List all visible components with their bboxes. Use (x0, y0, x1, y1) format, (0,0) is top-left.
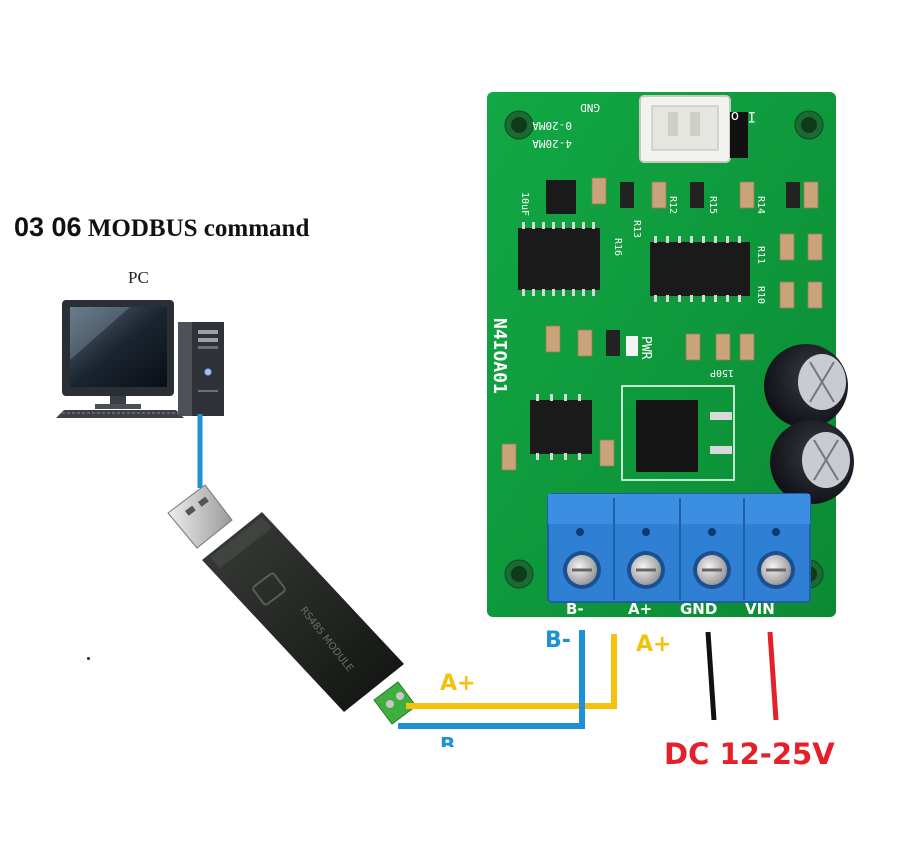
terminal-block: B- A+ GND VIN (547, 493, 811, 618)
board-model: N4IOA01 (489, 318, 510, 394)
usb-plug (167, 484, 233, 549)
silk-r13: R13 (631, 220, 642, 238)
wire-label-b-left: B (440, 733, 456, 747)
terminal-label-b-minus: B- (566, 600, 584, 618)
ic-u1 (518, 222, 600, 296)
pc-computer (56, 300, 224, 418)
silk-gnd: GND (580, 101, 600, 114)
wire-b-minus (398, 630, 585, 729)
ic-u2 (650, 236, 750, 302)
silk-r10: R10 (755, 286, 766, 304)
diagram-title: 03 06 MODBUS command (14, 212, 309, 243)
smd-components (501, 177, 823, 471)
transistor (546, 180, 576, 214)
pc-keyboard (56, 410, 184, 418)
pc-screen (70, 307, 167, 387)
pc-label: PC (128, 268, 149, 287)
terminal-label-a-plus: A+ (628, 600, 652, 618)
stray-dot (87, 657, 90, 660)
power-supply-label: DC 12-25V (664, 737, 835, 771)
wire-a-plus (406, 634, 617, 709)
capacitor-1 (764, 344, 848, 428)
terminal-label-gnd: GND (680, 600, 717, 618)
pwr-led (626, 336, 638, 356)
silk-0-20ma: 0-20MA (532, 119, 572, 132)
silk-pwr: PWR (638, 336, 653, 360)
terminal-label-vin: VIN (745, 600, 775, 618)
silk-4-20ma: 4-20MA (532, 137, 572, 150)
silk-r14: R14 (755, 196, 766, 214)
wire-label-a-plus-left: A+ (440, 671, 476, 696)
ic-u3 (530, 394, 592, 460)
silk-r12: R12 (667, 196, 678, 214)
silk-cap: 10uF (519, 192, 530, 216)
silk-150p: 150P (710, 367, 734, 378)
wire-vin-red (767, 631, 779, 721)
wire-label-a-plus: A+ (636, 632, 672, 657)
usb-adapter-body (202, 512, 404, 712)
silk-r15: R15 (707, 196, 718, 214)
title-text: MODBUS command (87, 215, 310, 242)
capacitor-2 (770, 420, 854, 504)
voltage-regulator (621, 385, 735, 481)
terminal-screws (563, 551, 795, 589)
silk-r11: R11 (755, 246, 766, 264)
title-number: 03 06 (14, 212, 82, 242)
wire-gnd-black (705, 631, 717, 721)
silk-r16: R16 (612, 238, 623, 256)
n4ioa01-board: GND 0-20MA 4-20MA I o 10uF R16 R13 R12 R… (487, 92, 854, 618)
silk-io: I o (731, 108, 756, 124)
wire-label-b-minus: B- (545, 628, 571, 653)
usb-rs485-adapter: RS485 MODULE (167, 484, 417, 725)
